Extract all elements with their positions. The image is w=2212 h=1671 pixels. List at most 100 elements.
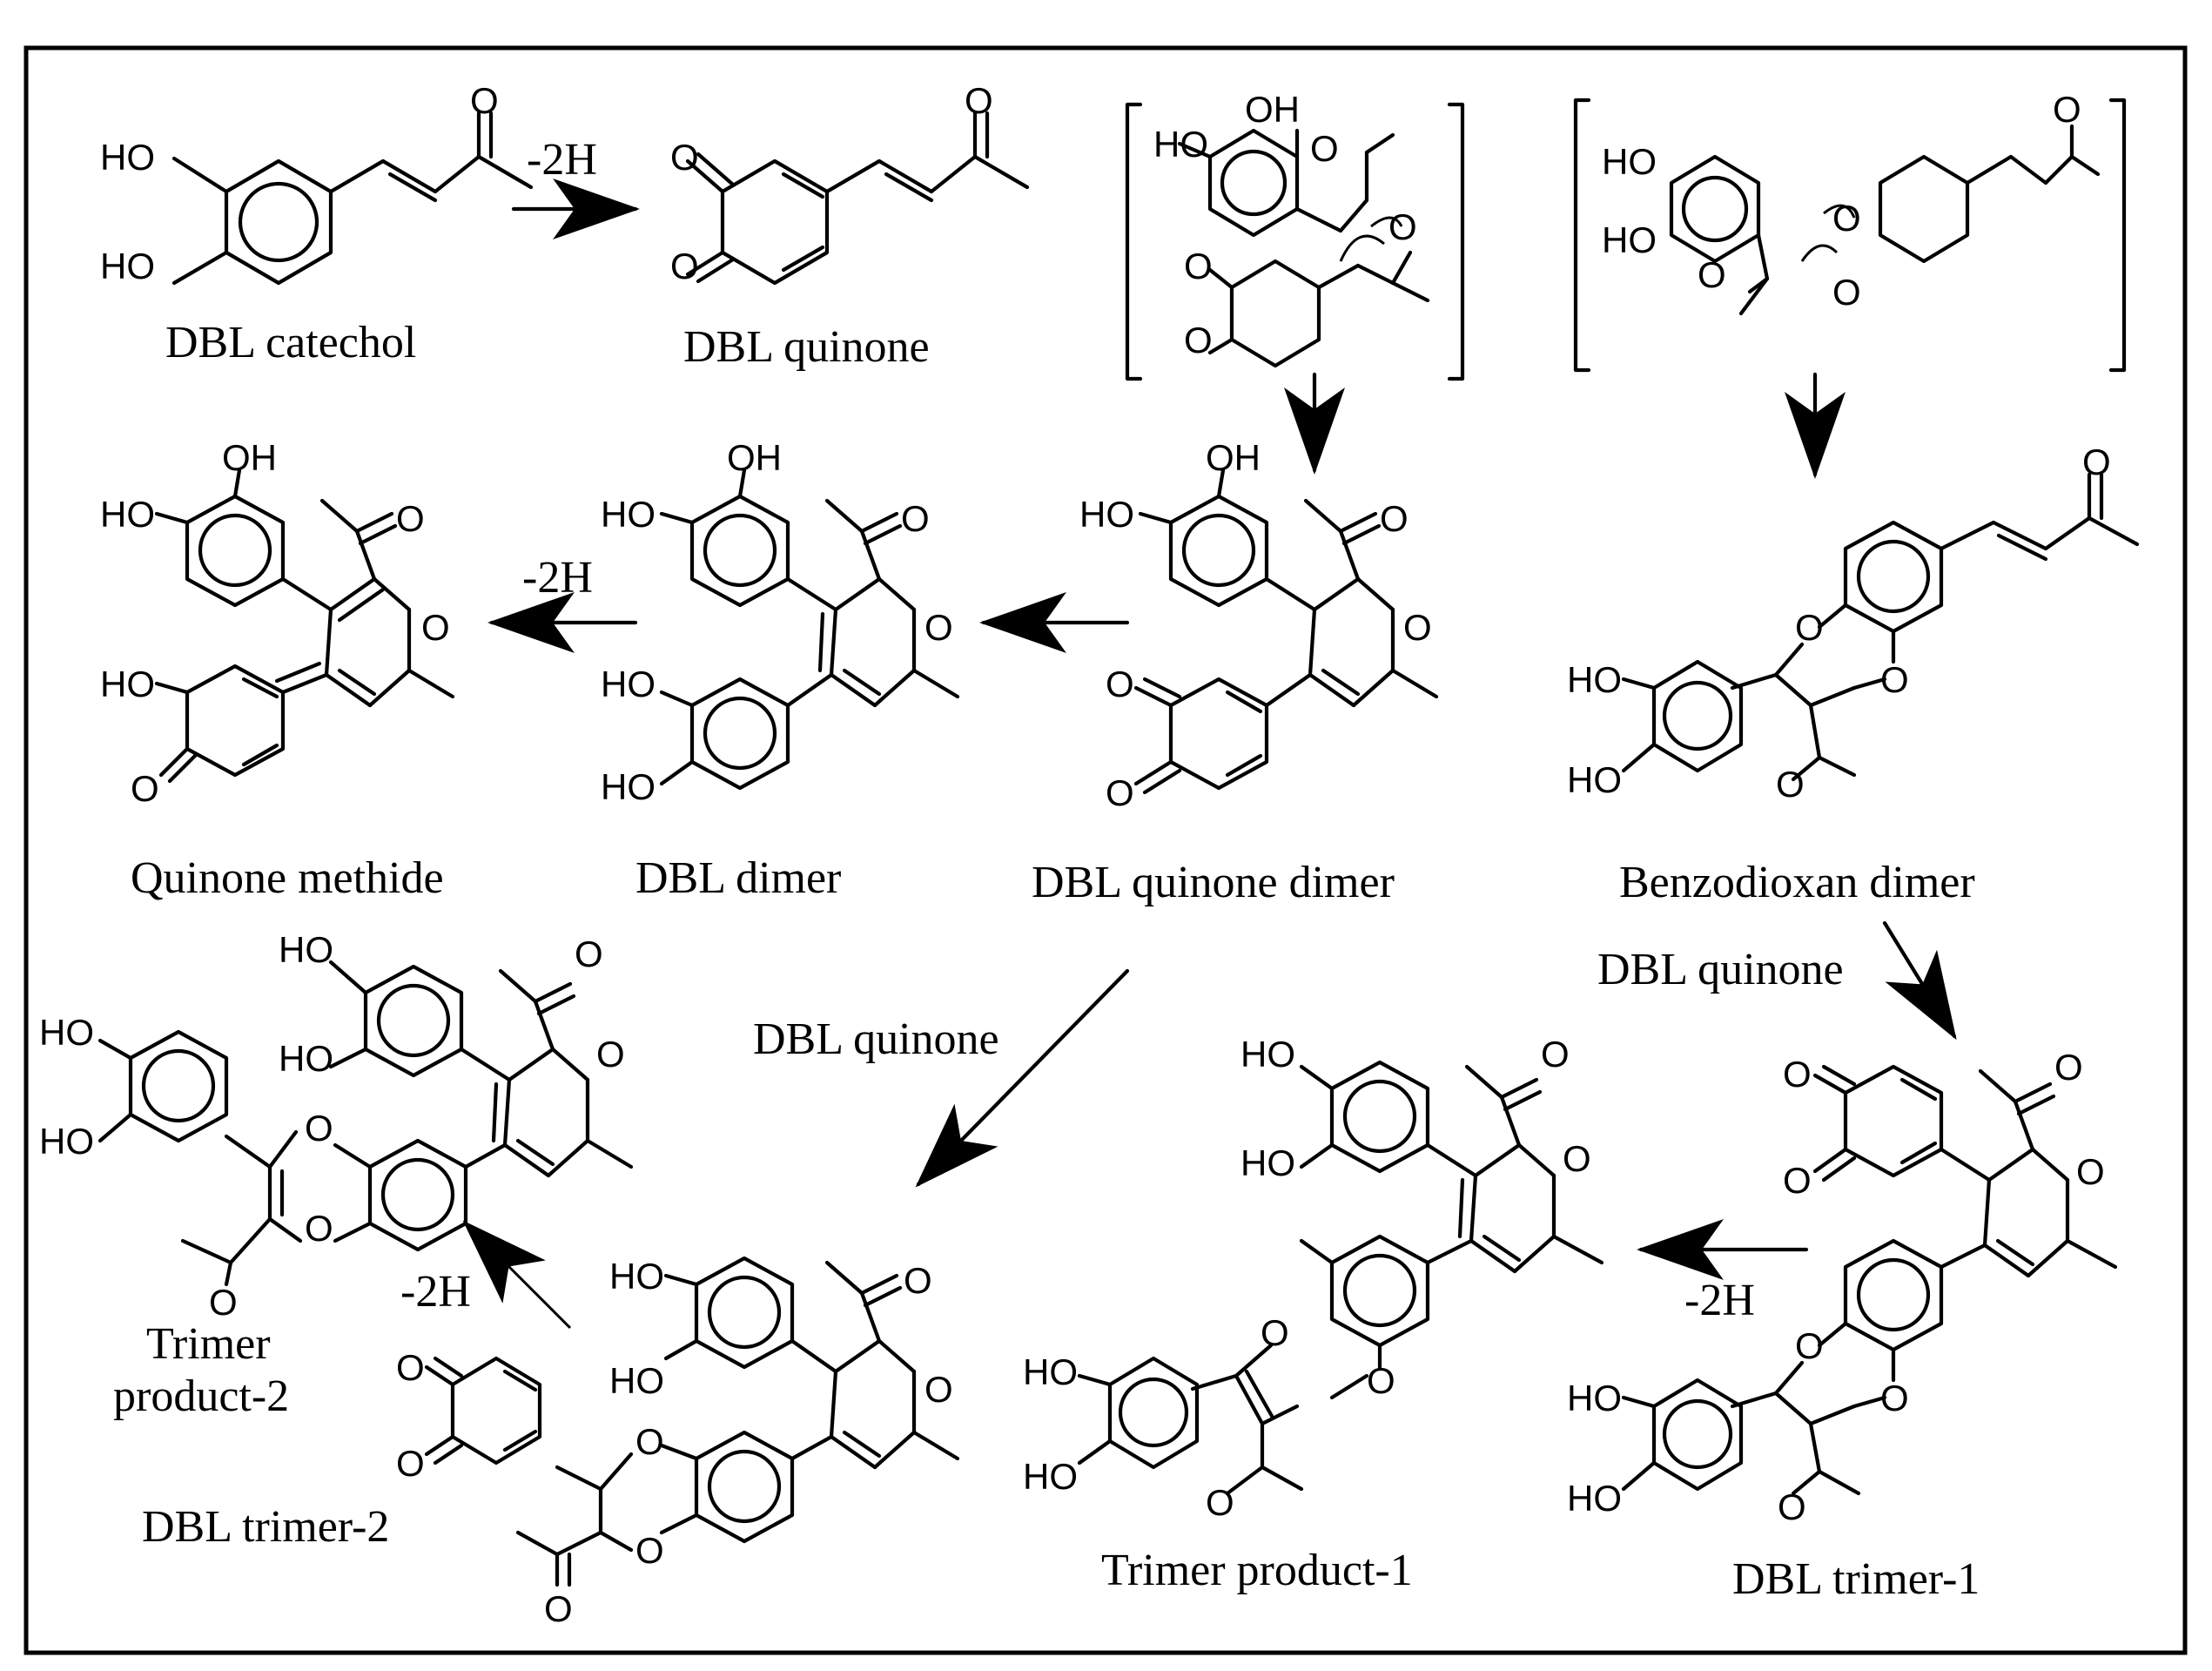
trimer-product-1-ho-4: HO: [1023, 1456, 1078, 1497]
label-benzodioxan-dimer: Benzodioxan dimer: [1619, 858, 1975, 907]
dbl-trimer-2-structure: [424, 1256, 960, 1587]
arrow-3-label: -2H: [400, 1267, 471, 1317]
benzodioxan-dimer-o-enone: O: [2082, 441, 2111, 482]
label-dbl-quinone: DBL quinone: [683, 322, 930, 372]
dbl-trimer-1-structure: [1621, 1064, 2118, 1496]
dbl-quinone-o-top: O: [670, 137, 699, 178]
trimer-product-2-structure: [97, 960, 634, 1287]
bracket-2-o-quinone-bottom: O: [1832, 272, 1861, 313]
trimer-product-2-ho-3: HO: [39, 1012, 94, 1053]
bracket-1-ho: HO: [1153, 124, 1208, 165]
quinone-methide-structure: [154, 468, 455, 784]
quinone-methide-ho-2: HO: [100, 664, 155, 704]
dbl-dimer-ho-1: HO: [601, 494, 656, 535]
trimer-product-1-ho-1: HO: [1240, 1034, 1295, 1075]
trimer-product-1-o-pyran: O: [1563, 1138, 1591, 1179]
trimer-product-2-ho-1: HO: [279, 929, 333, 970]
arrow-reagent-label-1: DBL quinone: [1597, 945, 1844, 994]
dbl-catechol-ho-bottom: HO: [100, 246, 155, 286]
dbl-catechol-ho-top: HO: [100, 137, 155, 178]
label-dbl-catechol: DBL catechol: [165, 318, 416, 367]
dbl-trimer-1-o-ketone-2: O: [1778, 1486, 1806, 1527]
dbl-quinone-dimer-structure: [1133, 468, 1439, 795]
bracket-2-o-quinone-top: O: [1832, 198, 1861, 239]
label-trimer-product-2-line1: Trimer: [146, 1319, 271, 1369]
bracket-1-oh: OH: [1245, 89, 1300, 130]
dbl-catechol-structure: [171, 111, 534, 286]
dbl-trimer-2-o-dioxan-1: O: [635, 1421, 664, 1462]
trimer-product-2-o-dioxin-1: O: [305, 1108, 333, 1149]
dbl-trimer-2-o-dioxan-2: O: [635, 1530, 664, 1571]
label-dbl-dimer: DBL dimer: [635, 853, 841, 903]
dbl-trimer-2-o-quinone-2: O: [396, 1443, 425, 1484]
bracket-1-o-1: O: [1310, 128, 1339, 169]
dbl-quinone-dimer-o-1: O: [1106, 664, 1134, 704]
dbl-quinone-dimer-ho: HO: [1079, 494, 1134, 535]
arrow-oxidation-3: [462, 1220, 572, 1330]
dbl-dimer-oh: OH: [727, 437, 782, 478]
dbl-trimer-2-ho-2: HO: [609, 1360, 664, 1401]
scheme-frame: [24, 45, 2188, 1655]
trimer-product-2-ho-4: HO: [39, 1121, 94, 1162]
dbl-trimer-2-ho-1: HO: [609, 1256, 664, 1297]
bracket-1-o-4: O: [1184, 320, 1213, 360]
dbl-trimer-2-o-pyran: O: [924, 1369, 953, 1410]
arrow-4-label: -2H: [1684, 1276, 1755, 1325]
quinone-methide-o-quinone: O: [131, 768, 159, 809]
trimer-product-2-o-ketone-1: O: [575, 933, 603, 974]
quinone-methide-ho-1: HO: [100, 494, 155, 535]
trimer-product-1-structure: [1077, 1060, 1604, 1496]
dbl-quinone-o-ketone: O: [965, 80, 993, 121]
bracket-2-ho-top: HO: [1602, 141, 1657, 182]
arrow-to-dbl-trimer-1: [1882, 920, 1957, 1041]
bracket-2-ho-bottom: HO: [1602, 219, 1657, 260]
trimer-product-2-ho-2: HO: [279, 1038, 333, 1079]
label-dbl-trimer-1: DBL trimer-1: [1732, 1554, 1980, 1604]
bracket-1-o-2: O: [1388, 206, 1417, 247]
bracket-cycloaddition-1: [1125, 102, 1465, 381]
dbl-quinone-structure: [685, 111, 1030, 286]
dbl-trimer-2-o-ketone-2: O: [544, 1588, 573, 1629]
bracket-2-o-ketone: O: [1698, 254, 1726, 295]
dbl-trimer-1-o-pyran: O: [2076, 1151, 2105, 1192]
dbl-dimer-ho-2: HO: [601, 664, 656, 704]
dbl-quinone-dimer-o-ketone: O: [1380, 498, 1409, 539]
dbl-trimer-2-o-quinone-1: O: [396, 1347, 425, 1388]
dbl-dimer-o-pyran: O: [924, 607, 953, 648]
dbl-dimer-o-ketone: O: [901, 498, 930, 539]
dbl-trimer-1-o-dioxan-1: O: [1795, 1325, 1824, 1366]
dbl-quinone-dimer-o-pyran: O: [1403, 607, 1432, 648]
bracket-2-o-enone: O: [2053, 89, 2081, 130]
dbl-trimer-1-ho-1: HO: [1567, 1378, 1622, 1418]
benzodioxan-dimer-o-ring-2: O: [1880, 659, 1909, 700]
benzodioxan-dimer-o-ketone: O: [1776, 764, 1805, 805]
quinone-methide-o-pyran: O: [421, 607, 450, 648]
trimer-product-1-ho-3: HO: [1023, 1351, 1078, 1392]
benzodioxan-dimer-structure: [1621, 472, 2140, 782]
benzodioxan-dimer-ho-2: HO: [1567, 759, 1622, 800]
quinone-methide-oh: OH: [222, 437, 277, 478]
trimer-product-2-o-pyran: O: [596, 1034, 625, 1075]
dbl-dimer-structure: [659, 468, 960, 791]
label-trimer-product-2-line2: product-2: [113, 1371, 289, 1421]
benzodioxan-dimer-ho-1: HO: [1567, 659, 1622, 700]
benzodioxan-dimer-o-ring-1: O: [1795, 607, 1824, 648]
dbl-catechol-o: O: [470, 80, 499, 121]
bracket-1-o-3: O: [1184, 246, 1213, 286]
bracket-cycloaddition-2: [1573, 98, 2127, 373]
dbl-quinone-dimer-o-2: O: [1106, 772, 1134, 813]
trimer-product-1-o-dioxin-1: O: [1261, 1312, 1289, 1353]
label-dbl-trimer-2: DBL trimer-2: [142, 1502, 389, 1552]
arrow-to-dbl-trimer-2: [915, 968, 1130, 1188]
trimer-product-2-o-ketone-2: O: [209, 1282, 238, 1323]
arrow-reagent-label-2: DBL quinone: [753, 1014, 999, 1064]
arrow-1-label: -2H: [527, 135, 597, 185]
dbl-trimer-1-o-quinone-2: O: [1783, 1160, 1812, 1201]
trimer-product-1-o-dioxin-2: O: [1367, 1360, 1395, 1401]
label-trimer-product-1: Trimer product-1: [1101, 1546, 1413, 1595]
dbl-quinone-dimer-oh: OH: [1206, 437, 1261, 478]
label-quinone-methide: Quinone methide: [131, 853, 444, 903]
dbl-quinone-o-bottom: O: [670, 246, 699, 286]
dbl-trimer-1-o-quinone-1: O: [1783, 1054, 1812, 1095]
